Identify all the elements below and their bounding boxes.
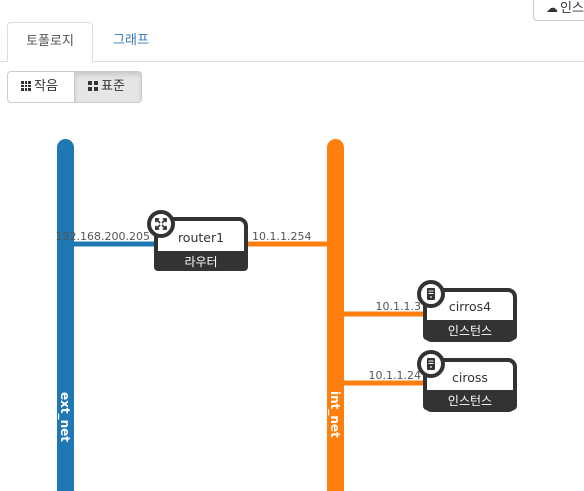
int-net-label: int_net: [327, 391, 342, 438]
instance-node-cirros4[interactable]: cirros4 인스턴스: [417, 280, 517, 342]
th-large-icon: [88, 81, 98, 91]
small-view-button[interactable]: 작음: [7, 71, 75, 103]
tab-graph[interactable]: 그래프: [96, 22, 166, 62]
ciross-ip-label: 10.1.1.24: [369, 369, 421, 382]
ciross-type-label: 인스턴스: [448, 394, 492, 408]
normal-view-button[interactable]: 표준: [74, 71, 142, 103]
router-int-ip-label: 10.1.1.254: [252, 230, 311, 243]
cloud-upload-icon: ☁: [546, 1, 558, 15]
router-ext-ip-label: 192.168.200.205: [56, 230, 150, 243]
ciross-name: ciross: [452, 370, 488, 385]
th-icon: [21, 81, 31, 91]
network-ext-net[interactable]: ext_net: [57, 139, 74, 491]
router-node[interactable]: router1 라우터: [147, 210, 248, 271]
server-icon: [417, 350, 445, 378]
int-net-bar[interactable]: [327, 139, 344, 491]
instance-node-ciross[interactable]: ciross 인스턴스: [417, 350, 517, 412]
network-int-net[interactable]: int_net: [327, 139, 344, 491]
router-type-label: 라우터: [184, 255, 217, 269]
cirros4-type-bar: [423, 320, 517, 340]
normal-view-label: 표준: [101, 79, 125, 94]
cirros4-name: cirros4: [449, 299, 491, 314]
tab-topology-label: 토폴로지: [26, 34, 74, 49]
launch-instance-button[interactable]: ☁인스: [533, 0, 584, 21]
tab-graph-label: 그래프: [113, 33, 149, 48]
tab-bar-divider: [0, 61, 584, 62]
ext-net-label: ext_net: [57, 392, 72, 442]
launch-instance-label: 인스: [560, 1, 584, 16]
server-icon: [417, 280, 445, 308]
tab-topology[interactable]: 토폴로지: [7, 22, 93, 62]
small-view-label: 작음: [34, 79, 58, 94]
ciross-type-bar: [423, 390, 517, 410]
router-name: router1: [178, 230, 224, 245]
router-icon: [147, 210, 175, 238]
cirros4-ip-label: 10.1.1.3: [376, 300, 421, 313]
ext-net-bar[interactable]: [57, 139, 74, 491]
router-type-bar: [154, 251, 248, 271]
cirros4-type-label: 인스턴스: [448, 324, 492, 338]
